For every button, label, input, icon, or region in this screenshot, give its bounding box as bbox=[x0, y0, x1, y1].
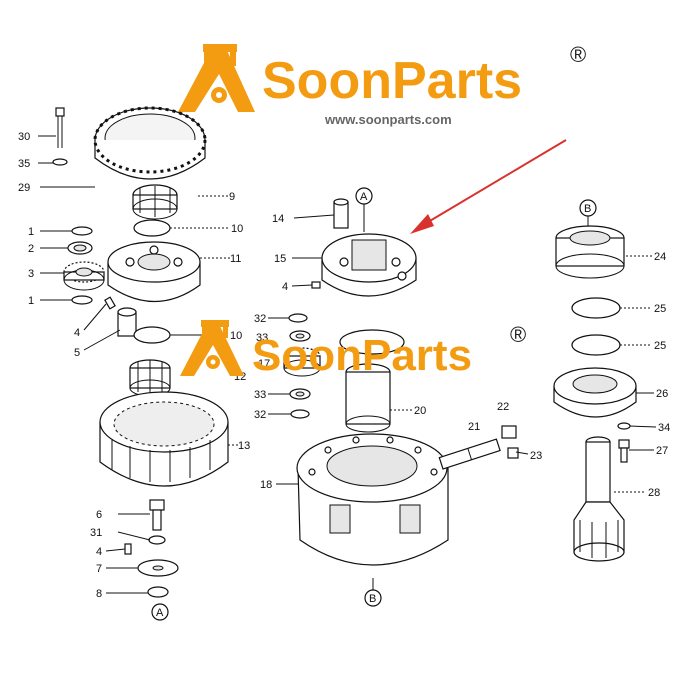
highlight-arrow bbox=[410, 139, 567, 234]
bearing-33-top bbox=[289, 330, 311, 342]
label-28: 28 bbox=[648, 487, 660, 499]
registered-mark-center: ® bbox=[510, 322, 526, 347]
label-25-top: 25 bbox=[654, 303, 666, 315]
label-4-bottom: 4 bbox=[96, 546, 102, 558]
label-35: 35 bbox=[18, 158, 30, 170]
shaft-21 bbox=[438, 438, 501, 470]
label-7: 7 bbox=[96, 563, 102, 575]
label-14: 14 bbox=[272, 213, 284, 225]
washer-34 bbox=[617, 422, 631, 430]
cap-22 bbox=[501, 425, 517, 439]
spring-pin-4-lower bbox=[124, 543, 132, 555]
pin-14 bbox=[333, 198, 349, 229]
flange-26 bbox=[553, 367, 637, 418]
label-5: 5 bbox=[74, 347, 80, 359]
planet-gear-17 bbox=[283, 347, 321, 377]
brand-name-center: SoonParts bbox=[252, 331, 472, 380]
label-10-mid: 10 bbox=[230, 330, 242, 342]
callout-a-bottom-text: A bbox=[156, 607, 164, 619]
excavator-logo-icon bbox=[178, 44, 255, 112]
washer-8 bbox=[147, 586, 169, 598]
label-33-bottom: 33 bbox=[254, 389, 266, 401]
planet-gear-3 bbox=[63, 261, 105, 291]
label-22: 22 bbox=[497, 401, 509, 413]
label-18: 18 bbox=[260, 479, 272, 491]
label-23: 23 bbox=[530, 450, 542, 462]
label-27: 27 bbox=[656, 445, 668, 457]
needle-bearing-2 bbox=[67, 241, 93, 255]
sun-gear-12 bbox=[129, 359, 171, 397]
callout-a-bottom bbox=[151, 603, 169, 621]
registered-mark: ® bbox=[570, 42, 586, 67]
label-20: 20 bbox=[414, 405, 426, 417]
label-13: 13 bbox=[238, 440, 250, 452]
bearing-24 bbox=[555, 225, 625, 279]
carrier-11 bbox=[107, 241, 201, 302]
spring-pin-4-mid bbox=[311, 281, 321, 289]
label-24: 24 bbox=[654, 251, 666, 263]
label-33-top: 33 bbox=[256, 332, 268, 344]
snap-ring-10-top bbox=[133, 219, 171, 237]
plate-7 bbox=[137, 559, 179, 577]
washer-31 bbox=[148, 535, 166, 545]
label-3: 3 bbox=[28, 268, 34, 280]
seal-ring-25-top bbox=[571, 297, 621, 319]
label-30: 30 bbox=[18, 131, 30, 143]
label-21: 21 bbox=[468, 421, 480, 433]
callout-b-bottom-text: B bbox=[369, 593, 376, 605]
snap-ring-10-mid bbox=[133, 326, 171, 344]
label-11: 11 bbox=[230, 253, 241, 265]
carrier-15 bbox=[321, 233, 417, 297]
washer-1-top bbox=[71, 226, 93, 236]
bolt-27 bbox=[618, 439, 630, 463]
label-8: 8 bbox=[96, 588, 102, 600]
label-34: 34 bbox=[658, 422, 670, 434]
ring-29 bbox=[93, 106, 207, 180]
output-shaft-28 bbox=[573, 436, 625, 562]
label-17: 17 bbox=[258, 358, 270, 370]
bolt-30 bbox=[55, 107, 65, 148]
label-10-top: 10 bbox=[231, 223, 243, 235]
callout-b-top-text: B bbox=[584, 203, 591, 215]
label-4-left: 4 bbox=[74, 327, 80, 339]
label-31: 31 bbox=[90, 527, 102, 539]
brand-logo-center: SoonParts ® bbox=[180, 320, 526, 380]
label-15: 15 bbox=[274, 253, 286, 265]
bolt-6 bbox=[149, 499, 165, 531]
label-25-bottom: 25 bbox=[654, 340, 666, 352]
label-29: 29 bbox=[18, 182, 30, 194]
spring-pin-4 bbox=[104, 296, 116, 310]
callout-a-top-text: A bbox=[360, 191, 368, 203]
brand-name: SoonParts bbox=[262, 52, 522, 110]
housing-18 bbox=[296, 433, 449, 566]
bearing-ring-mid bbox=[339, 329, 405, 355]
label-1-top: 1 bbox=[28, 226, 34, 238]
label-6: 6 bbox=[96, 509, 102, 521]
washer-35 bbox=[52, 158, 68, 166]
label-32-top: 32 bbox=[254, 313, 266, 325]
seal-ring-25-bottom bbox=[571, 334, 621, 356]
brand-logo-top: SoonParts ® www.soonparts.com bbox=[178, 42, 586, 127]
callout-b-bottom bbox=[364, 589, 382, 607]
pin-5 bbox=[117, 307, 137, 337]
part-labels: 30 35 29 9 10 11 1 2 3 1 4 5 10 12 13 6 … bbox=[18, 131, 670, 600]
label-26: 26 bbox=[656, 388, 668, 400]
sleeve-20 bbox=[345, 363, 391, 433]
excavator-logo-icon bbox=[180, 320, 244, 376]
label-32-bottom: 32 bbox=[254, 409, 266, 421]
label-4-mid: 4 bbox=[282, 281, 288, 293]
label-1-bottom: 1 bbox=[28, 295, 34, 307]
plug-23 bbox=[507, 447, 519, 459]
washer-32-top bbox=[288, 313, 308, 323]
label-9: 9 bbox=[229, 191, 235, 203]
label-2: 2 bbox=[28, 243, 34, 255]
washer-32-bottom bbox=[290, 409, 310, 419]
sun-gear-9 bbox=[132, 184, 178, 220]
washer-1-bottom bbox=[71, 295, 93, 305]
brand-url: www.soonparts.com bbox=[324, 112, 452, 127]
bearing-33-bottom bbox=[289, 388, 311, 400]
ring-gear-13 bbox=[99, 391, 229, 487]
